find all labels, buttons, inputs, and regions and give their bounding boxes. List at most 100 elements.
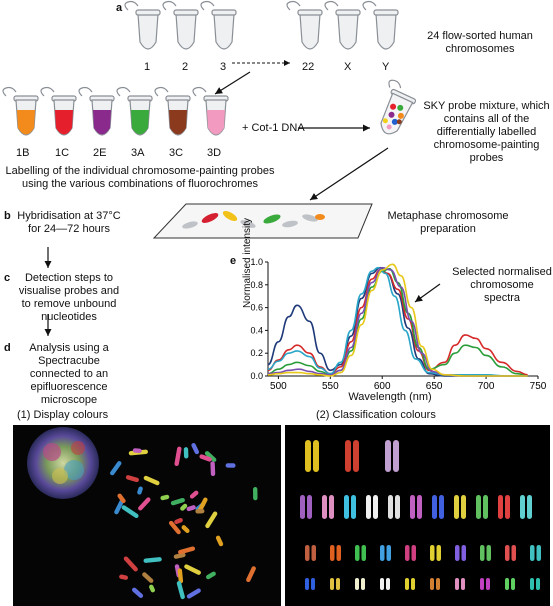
tube-x <box>324 0 361 50</box>
chromosome <box>191 443 200 455</box>
karyotype-chromosome <box>536 545 541 561</box>
chromosome <box>173 552 186 559</box>
probe-label-3a: 3A <box>131 147 145 159</box>
probe-tube-3d <box>192 86 229 136</box>
karyotype-chromosome <box>395 495 400 519</box>
probe-tube-1c <box>40 86 77 136</box>
karyotype-chromosome <box>454 495 459 519</box>
chromosome <box>114 499 124 515</box>
y-tick-label: 0.6 <box>250 303 263 313</box>
metaphase-slide <box>152 203 373 239</box>
chromosome <box>225 463 236 468</box>
spectra-annotation: Selected normalised chromosome spectra <box>452 266 552 304</box>
chromosome <box>168 520 181 535</box>
tube-label-22: 22 <box>302 61 315 73</box>
y-tick-label: 1.0 <box>250 257 263 267</box>
karyotype-chromosome <box>361 578 365 590</box>
karyotype-chromosome <box>393 440 399 472</box>
karyotype-chromosome <box>476 495 481 519</box>
chromosome <box>184 564 201 575</box>
karyotype-chromosome <box>405 545 410 561</box>
y-tick-label: 0.0 <box>250 371 263 381</box>
karyotype-chromosome <box>386 545 391 561</box>
karyotype-chromosome <box>405 578 409 590</box>
flow-sorted-tubes <box>124 0 399 50</box>
karyotype-chromosome <box>353 440 359 472</box>
tube-y <box>362 0 399 50</box>
karyotype-chromosome <box>436 545 441 561</box>
arrow-tubes-to-probes <box>214 71 251 95</box>
karyotype-chromosome <box>410 495 415 519</box>
y-tick-label: 0.2 <box>250 348 263 358</box>
karyotype-chromosome <box>305 440 311 472</box>
chromosome <box>170 497 185 506</box>
karyotype-chromosome <box>430 578 434 590</box>
karyotype-chromosome <box>411 545 416 561</box>
chromosome <box>160 494 170 501</box>
probe-tube-2e <box>78 86 115 136</box>
probe-tube-3c <box>154 86 191 136</box>
karyotype-chromosome <box>305 545 310 561</box>
spectrum-series-3 <box>267 268 528 377</box>
chromosome <box>215 535 224 547</box>
chromosome <box>177 568 184 584</box>
chromosome <box>206 571 216 580</box>
chromosome <box>117 493 126 504</box>
chromosome <box>121 505 139 519</box>
spectrum-series-2 <box>267 269 528 376</box>
karyotype-chromosome <box>311 578 315 590</box>
probe-label-3d: 3D <box>207 147 222 159</box>
karyotype-chromosome <box>511 545 516 561</box>
display-colours-photo <box>13 425 281 606</box>
sky-mixture-tube <box>380 79 417 135</box>
tube-1 <box>124 0 161 50</box>
interphase-nucleus <box>27 427 99 499</box>
tube-22 <box>286 0 323 50</box>
panel-label-c: c <box>4 272 11 284</box>
karyotype-chromosome <box>385 440 391 472</box>
x-tick-label: 650 <box>426 381 443 392</box>
chromosome <box>123 556 138 572</box>
chromosome <box>138 497 151 511</box>
karyotype-chromosome <box>536 578 540 590</box>
karyotype-chromosome <box>461 578 465 590</box>
tube-label-x: X <box>344 61 352 73</box>
chromosome <box>210 461 216 477</box>
karyotype-chromosome <box>436 578 440 590</box>
karyotype-chromosome <box>483 495 488 519</box>
karyotype-chromosome <box>322 495 327 519</box>
karyotype-chromosome <box>311 545 316 561</box>
chromosome <box>186 505 196 512</box>
karyotype-chromosome <box>461 495 466 519</box>
karyotype-chromosome <box>355 578 359 590</box>
karyotype-chromosome <box>388 495 393 519</box>
karyotype-chromosome <box>480 545 485 561</box>
karyotype-chromosome <box>430 545 435 561</box>
probe-tube-3a <box>116 86 153 136</box>
panel-label-d: d <box>4 342 11 354</box>
karyotype-chromosome <box>480 578 484 590</box>
karyotype-chromosome <box>344 495 349 519</box>
spectrum-series-6 <box>267 263 528 377</box>
metaphase-spread <box>110 443 258 600</box>
tube-3 <box>200 0 237 50</box>
y-tick-label: 0.4 <box>250 325 263 335</box>
karyotype-chromosome <box>361 545 366 561</box>
karyotype-chromosome <box>505 545 510 561</box>
x-tick-label: 750 <box>530 381 547 392</box>
cot-1-label: + Cot-1 DNA <box>242 122 305 134</box>
karyotype-chromosome <box>530 545 535 561</box>
chromosome <box>137 486 143 495</box>
chromosome <box>110 461 122 476</box>
karyotype-chromosome <box>527 495 532 519</box>
chromosome <box>252 487 258 501</box>
karyotype <box>300 440 541 590</box>
chromosome <box>195 508 205 514</box>
karyotype-chromosome <box>380 545 385 561</box>
chromosome <box>181 525 190 534</box>
chromosome <box>143 475 160 486</box>
step-b-text: Hybridisation at 37°C for 24—72 hours <box>17 210 121 235</box>
flow-sorted-caption: 24 flow-sorted human chromosomes <box>427 30 533 55</box>
display-colours-title: (1) Display colours <box>17 409 109 421</box>
